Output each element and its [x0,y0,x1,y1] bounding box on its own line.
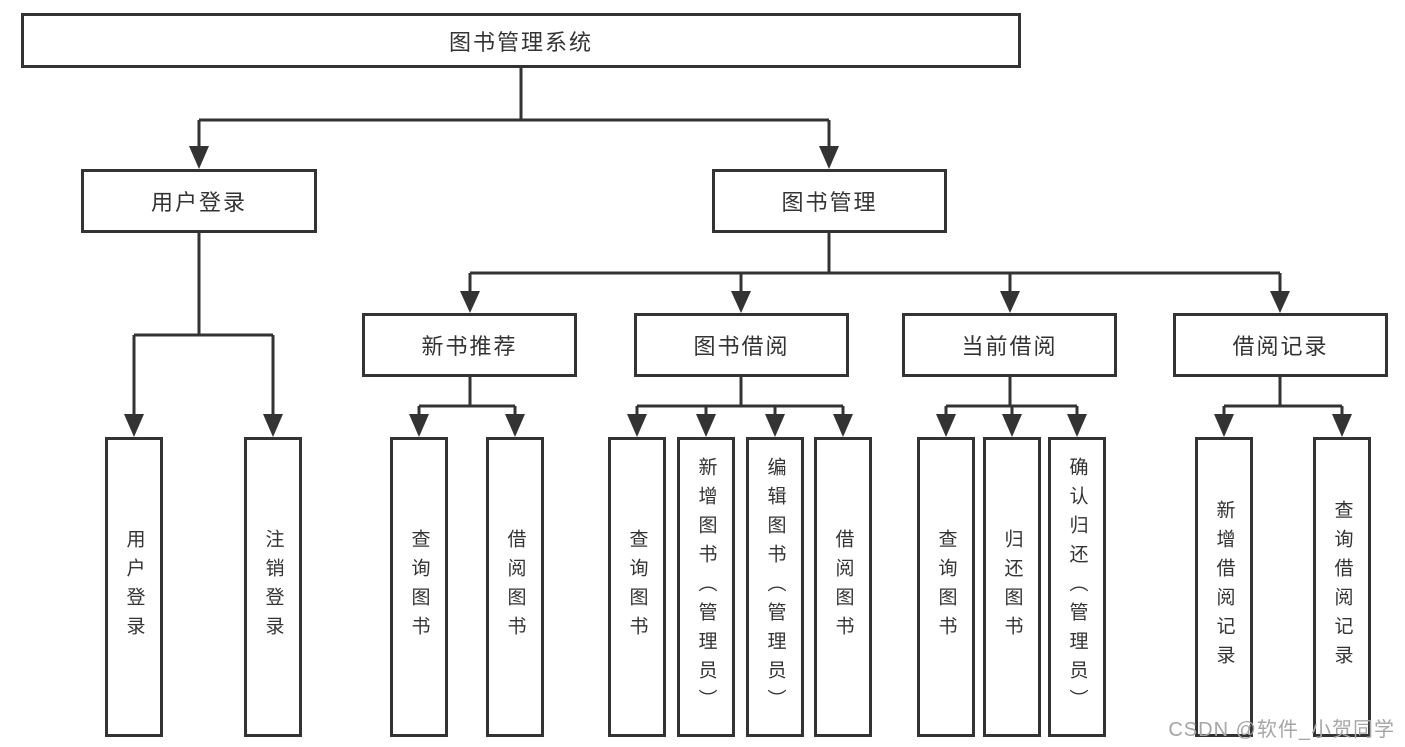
node-current-borrowing: 当前借阅 [902,313,1117,377]
csdn-watermark: CSDN @软件_小贺同学 [1168,719,1395,741]
node-label: 确认归还（管理员） [1066,456,1088,718]
node-library-management-system: 图书管理系统 [21,13,1021,68]
leaf-query-books-3: 查询图书 [917,437,975,737]
leaf-query-borrow-record: 查询借阅记录 [1313,437,1371,737]
leaf-add-borrow-record: 新增借阅记录 [1195,437,1253,737]
leaf-confirm-return-admin: 确认归还（管理员） [1048,437,1106,737]
node-borrowing-records: 借阅记录 [1173,313,1388,377]
node-label: 用户登录 [123,529,145,645]
node-label: 新增图书（管理员） [695,456,717,718]
node-new-book-recommendation: 新书推荐 [362,313,577,377]
node-label: 图书管理 [781,190,878,215]
node-label: 新书推荐 [421,334,518,359]
node-label: 查询图书 [408,529,430,645]
leaf-logout: 注销登录 [244,437,302,737]
leaf-borrow-books-1: 借阅图书 [486,437,544,737]
node-label: 借阅图书 [832,529,854,645]
node-book-management: 图书管理 [712,169,947,233]
node-label: 借阅记录 [1232,334,1329,359]
node-label: 查询图书 [935,529,957,645]
node-label: 查询图书 [626,529,648,645]
node-label: 编辑图书（管理员） [764,456,786,718]
node-label: 图书借阅 [693,334,790,359]
node-label: 归还图书 [1001,529,1023,645]
leaf-add-book-admin: 新增图书（管理员） [677,437,735,737]
leaf-query-books-1: 查询图书 [390,437,448,737]
leaf-edit-book-admin: 编辑图书（管理员） [746,437,804,737]
node-user-login: 用户登录 [81,169,317,233]
leaf-borrow-books-2: 借阅图书 [814,437,872,737]
leaf-user-login: 用户登录 [105,437,163,737]
node-label: 查询借阅记录 [1331,500,1353,674]
node-label: 新增借阅记录 [1213,500,1235,674]
node-label: 借阅图书 [504,529,526,645]
node-label: 用户登录 [150,190,247,215]
node-label: 图书管理系统 [448,29,593,55]
node-label: 当前借阅 [961,334,1058,359]
node-book-borrowing: 图书借阅 [634,313,849,377]
node-label: 注销登录 [262,529,284,645]
leaf-return-book: 归还图书 [983,437,1041,737]
leaf-query-books-2: 查询图书 [608,437,666,737]
